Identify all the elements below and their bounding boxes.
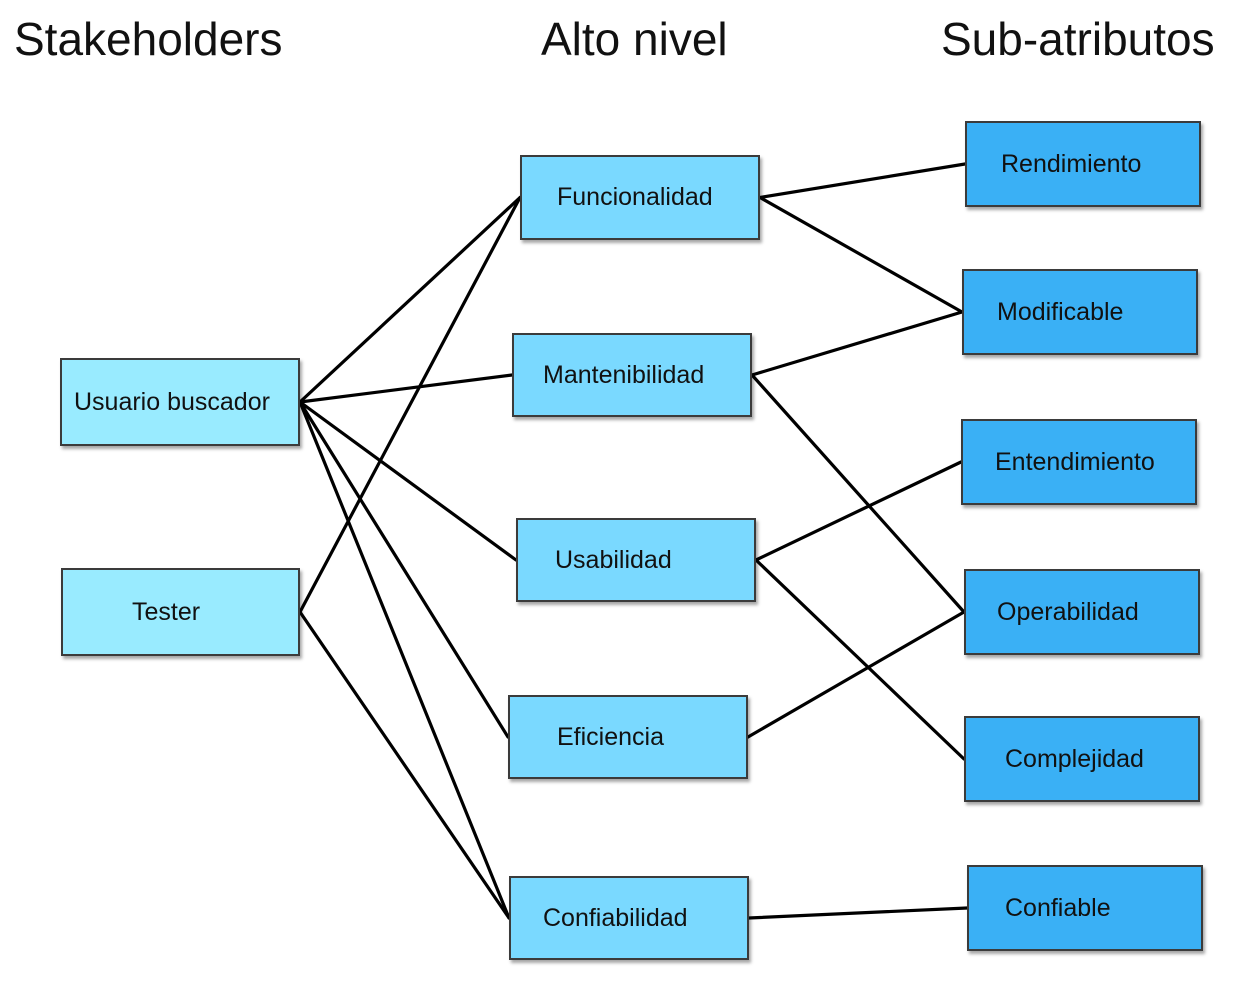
- edge-usuario-confiabilidad: [298, 400, 511, 920]
- edge-tester-funcionalidad: [298, 195, 522, 614]
- sub-atributos-header: Sub-atributos: [941, 13, 1215, 65]
- node-entendimiento[interactable]: Entendimiento: [961, 419, 1197, 505]
- alto-nivel-header: Alto nivel: [541, 13, 728, 65]
- edge-usabilidad-complejidad: [754, 558, 966, 761]
- edge-tester-confiabilidad: [298, 610, 511, 920]
- edge-confiabilidad-confiable: [747, 906, 969, 920]
- edge-funcionalidad-modificable: [758, 195, 964, 314]
- node-label: Confiable: [1005, 893, 1111, 922]
- node-label: Usuario buscador: [74, 387, 270, 416]
- edge-funcionalidad-rendimiento: [758, 162, 967, 200]
- edge-eficiencia-operabilidad: [746, 610, 966, 739]
- edge-usuario-funcionalidad: [298, 195, 522, 404]
- node-label: Modificable: [997, 297, 1124, 326]
- node-label: Eficiencia: [557, 722, 664, 751]
- node-label: Complejidad: [1005, 744, 1144, 773]
- node-confiabilidad[interactable]: Confiabilidad: [509, 876, 749, 960]
- node-modificable[interactable]: Modificable: [962, 269, 1198, 355]
- edge-usuario-mantenibilidad: [298, 373, 514, 404]
- node-label: Mantenibilidad: [543, 360, 705, 389]
- node-tester[interactable]: Tester: [61, 568, 300, 656]
- edge-mantenibilidad-modificable: [750, 310, 964, 377]
- edge-mantenibilidad-operabilidad: [750, 373, 966, 614]
- node-operabilidad[interactable]: Operabilidad: [964, 569, 1200, 655]
- node-label: Tester: [132, 597, 201, 626]
- edge-usabilidad-entendimiento: [754, 460, 963, 562]
- node-complejidad[interactable]: Complejidad: [964, 716, 1200, 802]
- edge-usuario-eficiencia: [298, 400, 510, 739]
- node-funcionalidad[interactable]: Funcionalidad: [520, 155, 760, 240]
- node-usabilidad[interactable]: Usabilidad: [516, 518, 756, 602]
- node-usuario-buscador[interactable]: Usuario buscador: [60, 358, 300, 446]
- node-label: Entendimiento: [995, 447, 1155, 476]
- edge-usuario-usabilidad: [298, 400, 518, 562]
- node-confiable[interactable]: Confiable: [967, 865, 1203, 951]
- node-label: Rendimiento: [1001, 149, 1142, 178]
- node-label: Confiabilidad: [543, 903, 688, 932]
- stakeholders-header: Stakeholders: [14, 13, 283, 65]
- node-rendimiento[interactable]: Rendimiento: [965, 121, 1201, 207]
- node-label: Funcionalidad: [557, 183, 713, 211]
- node-label: Usabilidad: [555, 545, 672, 574]
- node-eficiencia[interactable]: Eficiencia: [508, 695, 748, 779]
- node-label: Operabilidad: [997, 597, 1139, 626]
- node-mantenibilidad[interactable]: Mantenibilidad: [512, 333, 752, 417]
